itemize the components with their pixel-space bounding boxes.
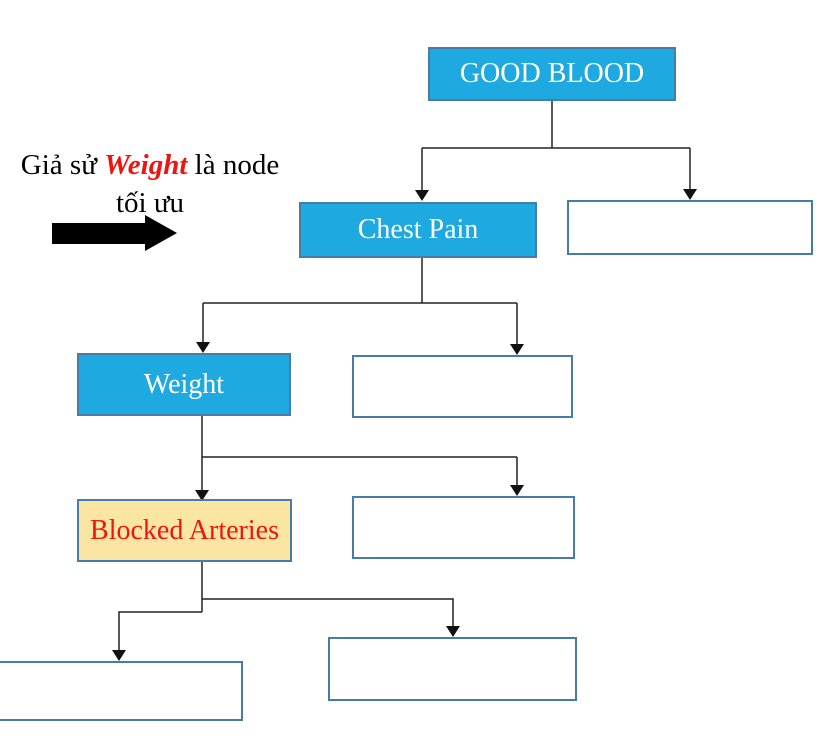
node-weight: Weight xyxy=(77,353,291,416)
node-empty-right-of-chest-pain xyxy=(567,200,813,255)
connector-blocked-arteries-children xyxy=(118,560,454,650)
connector-weight-children xyxy=(201,414,518,490)
right-arrow-body xyxy=(52,223,145,244)
node-empty-right-of-blocked-arteries xyxy=(352,496,575,559)
annotation-line1: Giả sử Weight là node xyxy=(0,146,300,184)
right-arrow-head xyxy=(145,215,177,251)
node-good-blood: GOOD BLOOD xyxy=(428,47,676,101)
connector-good-blood-children xyxy=(421,99,691,190)
right-arrow-icon xyxy=(52,215,178,252)
annotation-text: Giả sử Weight là node tối ưu xyxy=(0,146,300,222)
node-chest-pain: Chest Pain xyxy=(299,202,537,258)
arrowhead-icons xyxy=(112,189,697,661)
annotation-line2: tối ưu xyxy=(115,187,185,219)
node-empty-right-of-weight xyxy=(352,355,573,418)
node-blocked-arteries: Blocked Arteries xyxy=(77,499,292,562)
connector-chest-pain-children xyxy=(202,258,518,344)
annotation-highlight-weight: Weight xyxy=(104,149,188,181)
node-empty-bottom-left xyxy=(0,661,243,721)
annotation-prefix: Giả sử xyxy=(20,149,105,181)
annotation-suffix: là node xyxy=(187,149,280,181)
node-empty-bottom-right xyxy=(328,637,577,701)
